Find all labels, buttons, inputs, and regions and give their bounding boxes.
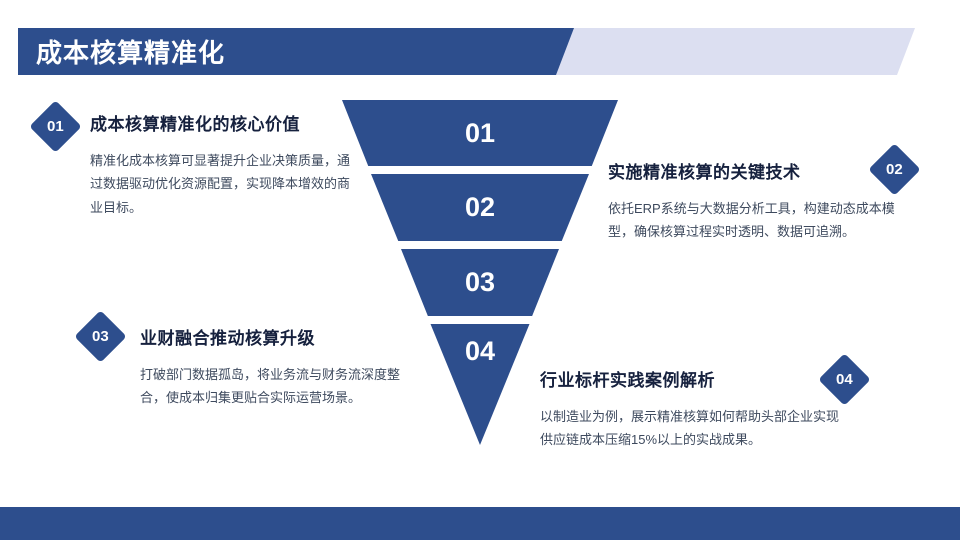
funnel-level-4-label: 04 [464, 336, 496, 366]
badge-section-3-number: 03 [92, 328, 109, 345]
section-heading: 业财融合推动核算升级 [140, 329, 315, 348]
section-body: 依托ERP系统与大数据分析工具，构建动态成本模型，确保核算过程实时透明、数据可追… [608, 201, 895, 240]
section-heading: 实施精准核算的关键技术 [608, 163, 801, 182]
funnel-level-1-label: 01 [464, 117, 496, 148]
badge-section-3: 03 [74, 310, 127, 363]
section-heading: 行业标杆实践案例解析 [540, 371, 715, 390]
section-body: 精准化成本核算可显著提升企业决策质量，通过数据驱动优化资源配置，实现降本增效的商… [90, 153, 351, 215]
slide-title: 成本核算精准化 [36, 38, 226, 68]
section-heading: 成本核算精准化的核心价值 [90, 115, 300, 134]
section-key-technology: 实施精准核算的关键技术 依托ERP系统与大数据分析工具，构建动态成本模型，确保核… [608, 158, 900, 244]
funnel-level-1: 01 [342, 100, 618, 166]
section-case-study: 行业标杆实践案例解析 以制造业为例，展示精准核算如何帮助头部企业实现供应链成本压… [540, 366, 846, 452]
funnel-level-4: 04 [430, 324, 530, 445]
title-banner: 成本核算精准化 [18, 28, 574, 75]
section-body: 打破部门数据孤岛，将业务流与财务流深度整合，使成本归集更贴合实际运营场景。 [140, 367, 401, 406]
section-body: 以制造业为例，展示精准核算如何帮助头部企业实现供应链成本压缩15%以上的实战成果… [540, 409, 840, 448]
funnel-level-2: 02 [371, 174, 589, 241]
badge-section-1-number: 01 [47, 118, 64, 135]
funnel-level-2-label: 02 [464, 192, 496, 222]
section-core-value: 成本核算精准化的核心价值 精准化成本核算可显著提升企业决策质量，通过数据驱动优化… [90, 110, 362, 219]
badge-section-1: 01 [29, 100, 82, 153]
section-finance-integration: 业财融合推动核算升级 打破部门数据孤岛，将业务流与财务流深度整合，使成本归集更贴… [140, 324, 402, 410]
funnel-level-3: 03 [401, 249, 559, 316]
funnel-level-3-label: 03 [464, 267, 496, 297]
bottom-bar [0, 507, 960, 540]
funnel-diagram: 01 02 03 04 [342, 100, 618, 445]
